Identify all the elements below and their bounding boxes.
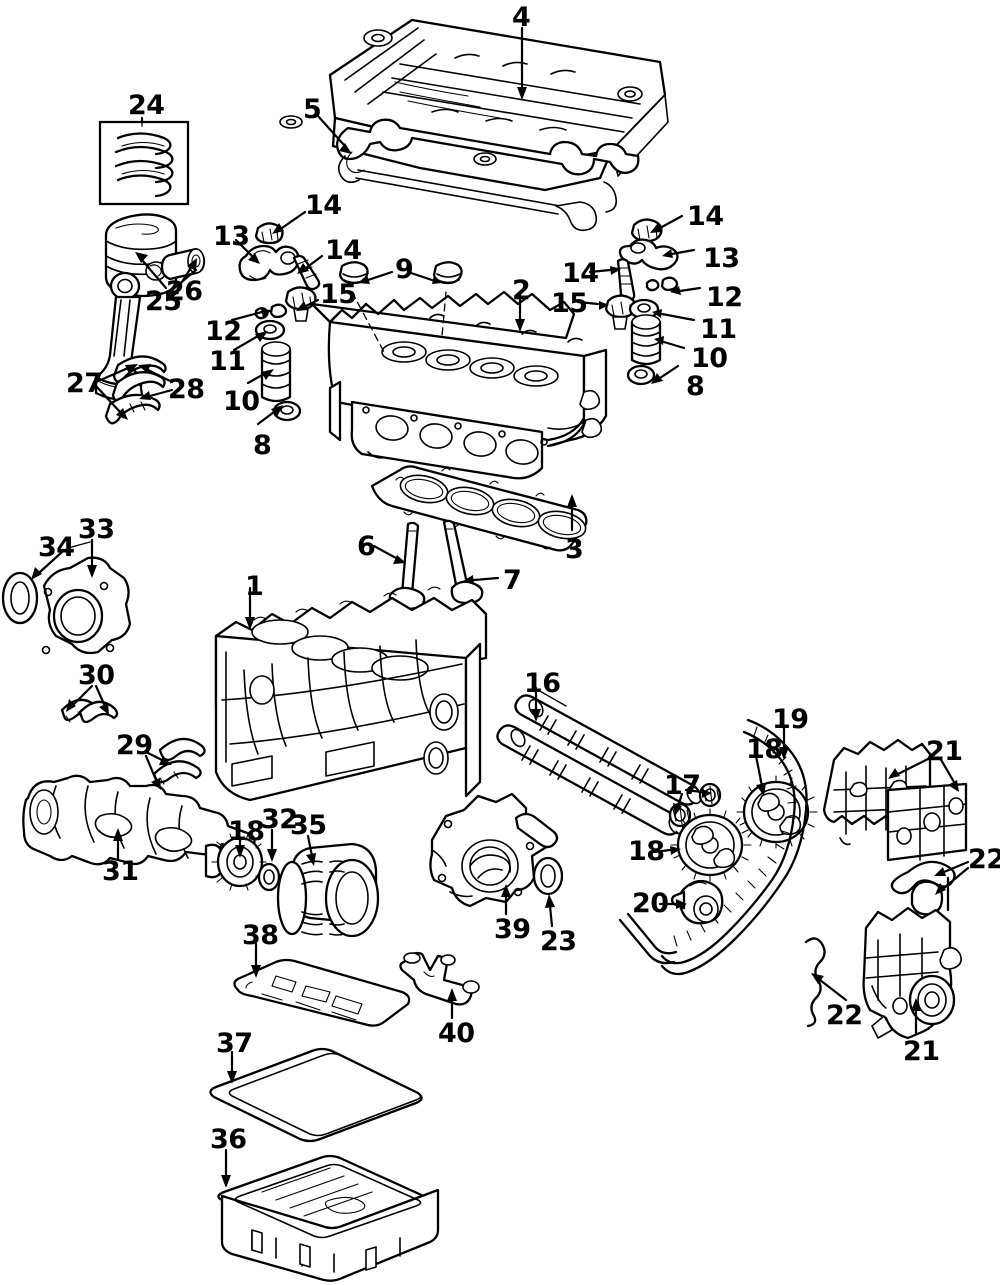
right-valve-train-illustration (604, 218, 679, 386)
callout-7: 7 (503, 565, 522, 596)
piston-ring-set-illustration (98, 120, 190, 206)
callout-12-left: 12 (205, 316, 242, 347)
callout-11-right: 11 (700, 314, 737, 345)
oil-pan-illustration (217, 1154, 440, 1282)
callout-14-c: 14 (687, 201, 724, 232)
oil-pump-illustration (429, 792, 559, 908)
callout-32: 32 (261, 804, 298, 835)
callout-38: 38 (242, 920, 279, 951)
timing-cover-lower-illustration (862, 906, 962, 1040)
callout-18-b: 18 (628, 836, 665, 867)
rear-main-seal-illustration (1, 556, 132, 655)
crankshaft-key-washer-illustration (257, 862, 281, 892)
valves-illustration (388, 519, 484, 611)
callout-10-right: 10 (691, 343, 728, 374)
callout-34: 34 (38, 532, 75, 563)
callout-40: 40 (438, 1018, 475, 1049)
callout-20: 20 (632, 888, 669, 919)
callout-31: 31 (102, 856, 139, 887)
callout-16: 16 (524, 668, 561, 699)
callout-39: 39 (494, 914, 531, 945)
callout-35: 35 (290, 810, 327, 841)
oil-baffle-illustration (233, 958, 411, 1027)
callout-33: 33 (78, 514, 115, 545)
callout-21-a: 21 (926, 736, 963, 767)
callout-37: 37 (216, 1028, 253, 1059)
callout-5: 5 (303, 94, 322, 125)
callout-1: 1 (245, 571, 264, 602)
callout-28: 28 (168, 374, 205, 405)
main-bearing-illustration (152, 737, 206, 785)
callout-11-left: 11 (209, 346, 246, 377)
timing-cover-upper-illustration (822, 738, 968, 862)
callout-26: 26 (166, 276, 203, 307)
callout-27: 27 (66, 368, 103, 399)
spark-plug-tube-seal-illustration (338, 261, 463, 285)
cylinder-head-illustration (310, 290, 608, 480)
callout-15-right: 15 (551, 288, 588, 319)
callout-8-right: 8 (686, 371, 705, 402)
crankshaft-pulley-illustration (276, 842, 380, 938)
timing-cover-seal-illustration (804, 860, 956, 1028)
callout-36: 36 (210, 1124, 247, 1155)
valve-cover-gasket-illustration (335, 118, 640, 232)
callout-13-right: 13 (703, 243, 740, 274)
oil-pan-gasket-illustration (209, 1047, 423, 1143)
callout-17: 17 (664, 770, 701, 801)
callout-14-d: 14 (562, 258, 599, 289)
callout-21-b: 21 (903, 1036, 940, 1067)
callout-15-left: 15 (320, 279, 357, 310)
callout-4: 4 (512, 2, 531, 33)
callout-23: 23 (540, 926, 577, 957)
callout-24: 24 (128, 90, 165, 121)
callout-18-a: 18 (746, 734, 783, 765)
callout-10-left: 10 (223, 386, 260, 417)
callout-25: 25 (145, 286, 182, 317)
camshaft-illustration (496, 694, 702, 836)
head-gasket-illustration (370, 465, 588, 552)
callout-2: 2 (512, 275, 531, 306)
callout-13-left: 13 (213, 221, 250, 252)
callout-29: 29 (116, 730, 153, 761)
callout-18-c: 18 (228, 816, 265, 847)
callout-30: 30 (78, 660, 115, 691)
callout-8-left: 8 (253, 430, 272, 461)
callout-22-b: 22 (826, 1000, 863, 1031)
leader-lines (31, 26, 970, 1188)
callout-14-b: 14 (325, 235, 362, 266)
cylinder-block-illustration (214, 586, 488, 802)
callout-3: 3 (565, 534, 584, 565)
timing-belt-illustration (618, 718, 808, 976)
callout-12-right: 12 (706, 282, 743, 313)
callout-14-a: 14 (305, 190, 342, 221)
oil-pump-seal-illustration (532, 856, 564, 896)
callout-19: 19 (772, 704, 809, 735)
oil-pickup-illustration (399, 951, 480, 1006)
callout-9: 9 (395, 254, 414, 285)
callout-22-a: 22 (968, 844, 1000, 875)
callout-6: 6 (357, 531, 376, 562)
